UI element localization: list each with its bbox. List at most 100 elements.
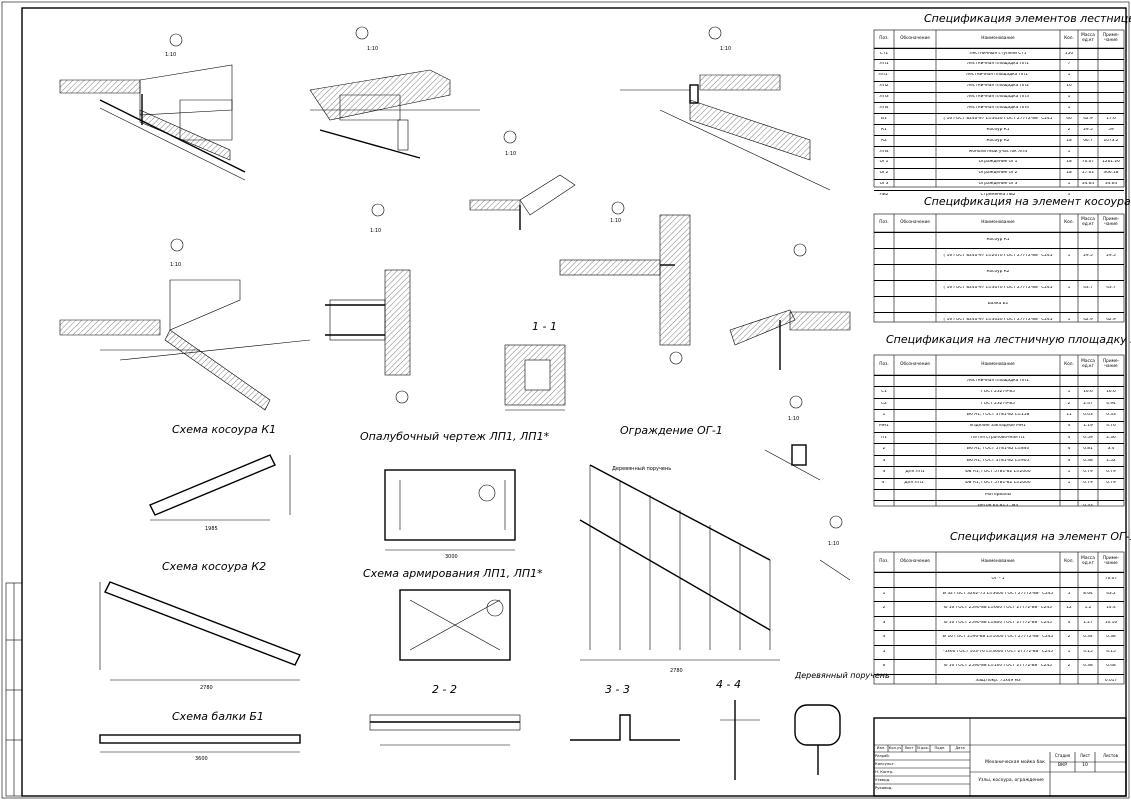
table-cell: [ 16 ГОСТ 8240-97 L=3020 ГОСТ 27772-88* … — [943, 116, 1053, 121]
table-cell: 10.16 — [1104, 620, 1118, 625]
col-designation: Обозначение — [900, 35, 930, 41]
table-cell: Материалы — [985, 492, 1011, 497]
table-cell: 1 — [1067, 286, 1071, 291]
table-stair-header: Поз. Обозначение Наименование Кол. Масса… — [874, 30, 1124, 48]
table-cell: 3 — [882, 458, 886, 463]
table-cell: 1 — [1067, 149, 1071, 154]
table-cell: 0.38 — [1083, 458, 1093, 463]
table-cell: Балка Б1 — [987, 302, 1009, 307]
node-4-scale: 1:10 — [505, 151, 516, 157]
table-cell: Монолитный участок ЛП4 — [968, 149, 1028, 154]
table-cell: 1 — [1067, 95, 1071, 100]
table-cell: 4 — [1067, 620, 1071, 625]
node-5-scale: 1:10 — [170, 262, 181, 268]
table-cell: 0.48 — [1106, 664, 1116, 669]
table-cell: 8.64 — [1083, 591, 1093, 596]
table-cell: ЛП2 — [879, 84, 889, 89]
table-cell: Для ЛП1 — [905, 469, 925, 474]
table-cell: 42.9 — [1083, 116, 1093, 121]
railing-wood-label: Деревянный поручень — [612, 465, 671, 472]
table-cell: ЛВ2 — [879, 193, 889, 198]
node-9: 1:10 — [764, 395, 821, 481]
table-kosour: Спецификация на элемент косоура — [873, 195, 1131, 323]
table-cell: 1 — [1067, 106, 1071, 111]
table-landing-body: Поз. Обозначение Наименование Кол. Масса… — [874, 355, 1124, 512]
table-cell: 4.15 — [1083, 649, 1093, 654]
table-cell: 18 — [1066, 171, 1072, 176]
table-cell: 43.2 — [1106, 591, 1116, 596]
b1-length: 3600 — [195, 756, 208, 762]
table-cell: 43.7 — [1083, 286, 1093, 291]
wood-handrail-detail: Деревянный поручень — [794, 671, 890, 775]
table-cell: 12 — [1066, 606, 1072, 611]
col-qty: Кол. — [1064, 219, 1074, 225]
table-cell: 0.79 — [1083, 469, 1093, 474]
table-cell: Лестничная площадка ЛП4 — [967, 106, 1029, 111]
col-qty: Кол. — [1064, 558, 1074, 564]
stamp-col-kol: Кол.уч — [888, 746, 902, 750]
table-kosour-title: Спецификация на элемент косоура — [924, 195, 1131, 208]
table-cell: Косоур К1 — [986, 127, 1010, 132]
table-cell: [ 16 ГОСТ 8240-97 L=3070 ГОСТ 27772-88* … — [943, 286, 1053, 291]
table-cell: 4 — [1067, 435, 1071, 440]
col-qty: Кол. — [1064, 361, 1074, 367]
table-cell: ГОСТ 23279-85 — [981, 390, 1015, 395]
table-cell: 1 — [1067, 193, 1071, 198]
table-cell: 17.6 — [1106, 116, 1116, 121]
table-og-header: Поз. Обозначение Наименование Кол. Масса… — [874, 552, 1124, 572]
table-cell: 1261.26 — [1102, 160, 1120, 165]
formwork-drawing: Опалубочный чертеж ЛП1, ЛП1* 3000 — [360, 430, 550, 560]
table-kosour-rows: Косоур К1 [ 16 ГОСТ 8240-97 L=2070 ГОСТ 2… — [874, 232, 1124, 328]
table-row: [ 16 ГОСТ 8240-97 L=2070 ГОСТ 27772-88* … — [874, 248, 1124, 264]
table-cell: 1 — [1067, 182, 1071, 187]
node-10-scale: 1:10 — [828, 541, 839, 547]
table-cell: 1 — [1067, 390, 1071, 395]
table-cell: 0.38 — [1106, 635, 1116, 640]
stamp-role-consultant: Консульт. — [875, 761, 895, 766]
table-cell: Ø 16 ГОСТ 2590-88 L=600 ГОСТ 27772-88* С… — [944, 606, 1052, 611]
table-cell: Косоур К2 — [986, 270, 1010, 275]
table-row: Б1 [ 16 ГОСТ 8240-97 L=3020 ГОСТ 27772-88… — [874, 113, 1124, 124]
table-cell: Бетон кл.В15 , м3 — [977, 504, 1019, 509]
reinforcement-drawing: Схема армирования ЛП1, ЛП1* — [363, 567, 543, 661]
railing-length: 2780 — [670, 668, 683, 674]
stamp-sheet-hdr: Лист — [1079, 753, 1091, 758]
table-cell: 60.7 — [1083, 138, 1093, 143]
table-cell: ЛП3 — [879, 95, 889, 100]
table-cell: Ø 16 ГОСТ 2590-88 L=1000 ГОСТ 27772-88* … — [942, 635, 1054, 640]
stamp-sheets-hdr: Листов — [1103, 753, 1118, 758]
table-cell: Косоур К1 — [986, 238, 1010, 243]
node-9-scale: 1:10 — [788, 416, 799, 422]
col-mass: Масса ед.кг — [1081, 33, 1095, 43]
section-1-1: 1 - 1 — [504, 320, 566, 411]
table-cell: [ 16 ГОСТ 8240-97 L=3020 ГОСТ 27772-88* … — [943, 318, 1053, 323]
table-cell: 1 — [882, 591, 886, 596]
table-cell: Стремянка ЛВ2 — [980, 193, 1016, 198]
table-row: Лестничная площадка ЛП1 — [874, 375, 1124, 386]
table-cell: Изделие закладное МН1 — [970, 424, 1026, 429]
table-cell: 29.5 — [1106, 254, 1116, 259]
col-name: Наименование — [981, 219, 1015, 225]
table-cell: Для ЛП1* — [904, 481, 926, 486]
formwork-length: 3000 — [445, 554, 458, 560]
col-mass: Масса ед.кг — [1081, 217, 1095, 227]
table-cell: 1 — [1067, 318, 1071, 323]
stamp-project: Механическая мойка бак — [985, 760, 1045, 765]
table-cell: Б1 — [881, 116, 887, 121]
table-cell: С1 — [881, 390, 887, 395]
col-note: Приме-чание — [1102, 556, 1120, 566]
section-3-3-title: 3 - 3 — [605, 683, 630, 696]
col-name: Наименование — [981, 35, 1015, 41]
node-7: 1:10 — [559, 201, 691, 365]
table-cell: 70.07 — [1104, 577, 1118, 582]
